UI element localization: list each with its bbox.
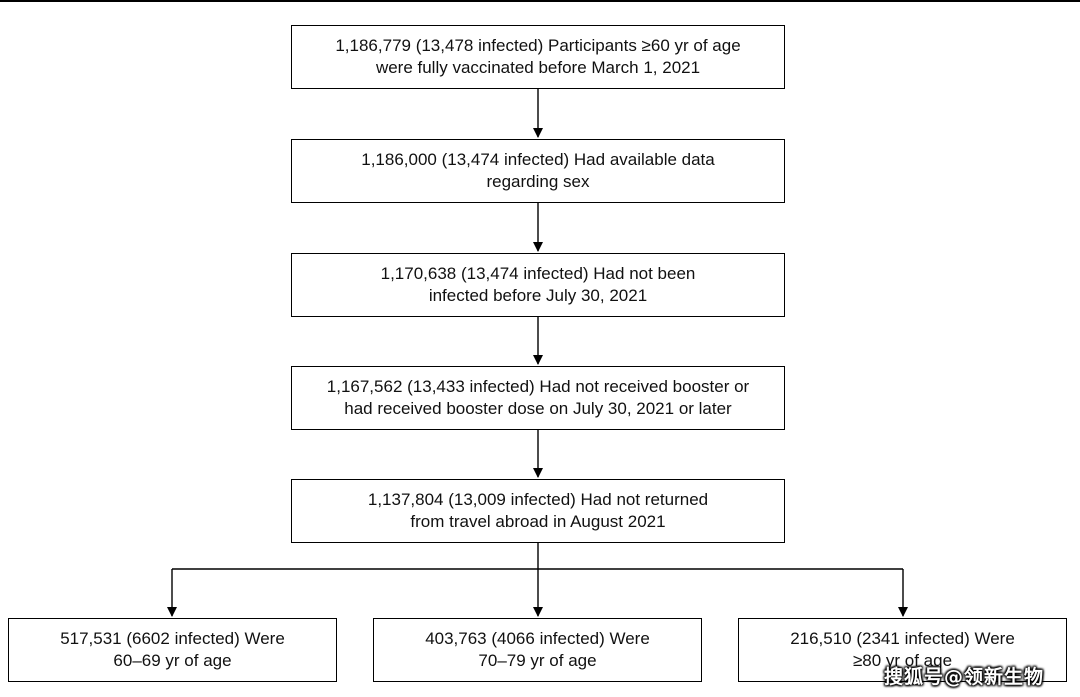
box-line: 60–69 yr of age (113, 651, 232, 670)
box-line: 70–79 yr of age (478, 651, 597, 670)
box-line: regarding sex (486, 172, 590, 191)
flow-box-sex-data: 1,186,000 (13,474 infected) Had availabl… (291, 139, 785, 203)
watermark: 搜狐号@领新生物 (884, 666, 1045, 688)
box-line: infected before July 30, 2021 (428, 286, 648, 305)
box-line: ≥80 yr of age (852, 651, 953, 670)
box-line: were fully vaccinated before March 1, 20… (375, 58, 701, 77)
box-line: had received booster dose on July 30, 20… (344, 399, 732, 418)
flow-box-age-60-69: 517,531 (6602 infected) Were 60–69 yr of… (8, 618, 337, 682)
box-line: 1,137,804 (13,009 infected) Had not retu… (367, 490, 709, 509)
box-line: 1,167,562 (13,433 infected) Had not rece… (326, 377, 750, 396)
box-line: 216,510 (2341 infected) Were (790, 629, 1015, 648)
flow-box-travel: 1,137,804 (13,009 infected) Had not retu… (291, 479, 785, 543)
flow-box-not-infected: 1,170,638 (13,474 infected) Had not been… (291, 253, 785, 317)
box-line: 403,763 (4066 infected) Were (425, 629, 650, 648)
box-line: 1,170,638 (13,474 infected) Had not been (380, 264, 696, 283)
flow-box-vaccinated: 1,186,779 (13,478 infected) Participants… (291, 25, 785, 89)
top-rule (0, 0, 1080, 2)
box-line: 517,531 (6602 infected) Were (60, 629, 285, 648)
box-line: 1,186,779 (13,478 infected) Participants… (335, 36, 741, 55)
box-line: 1,186,000 (13,474 infected) Had availabl… (361, 150, 715, 169)
flow-box-booster: 1,167,562 (13,433 infected) Had not rece… (291, 366, 785, 430)
flow-box-age-80-plus: 216,510 (2341 infected) Were ≥80 yr of a… (738, 618, 1067, 682)
box-line: from travel abroad in August 2021 (410, 512, 666, 531)
flow-box-age-70-79: 403,763 (4066 infected) Were 70–79 yr of… (373, 618, 702, 682)
